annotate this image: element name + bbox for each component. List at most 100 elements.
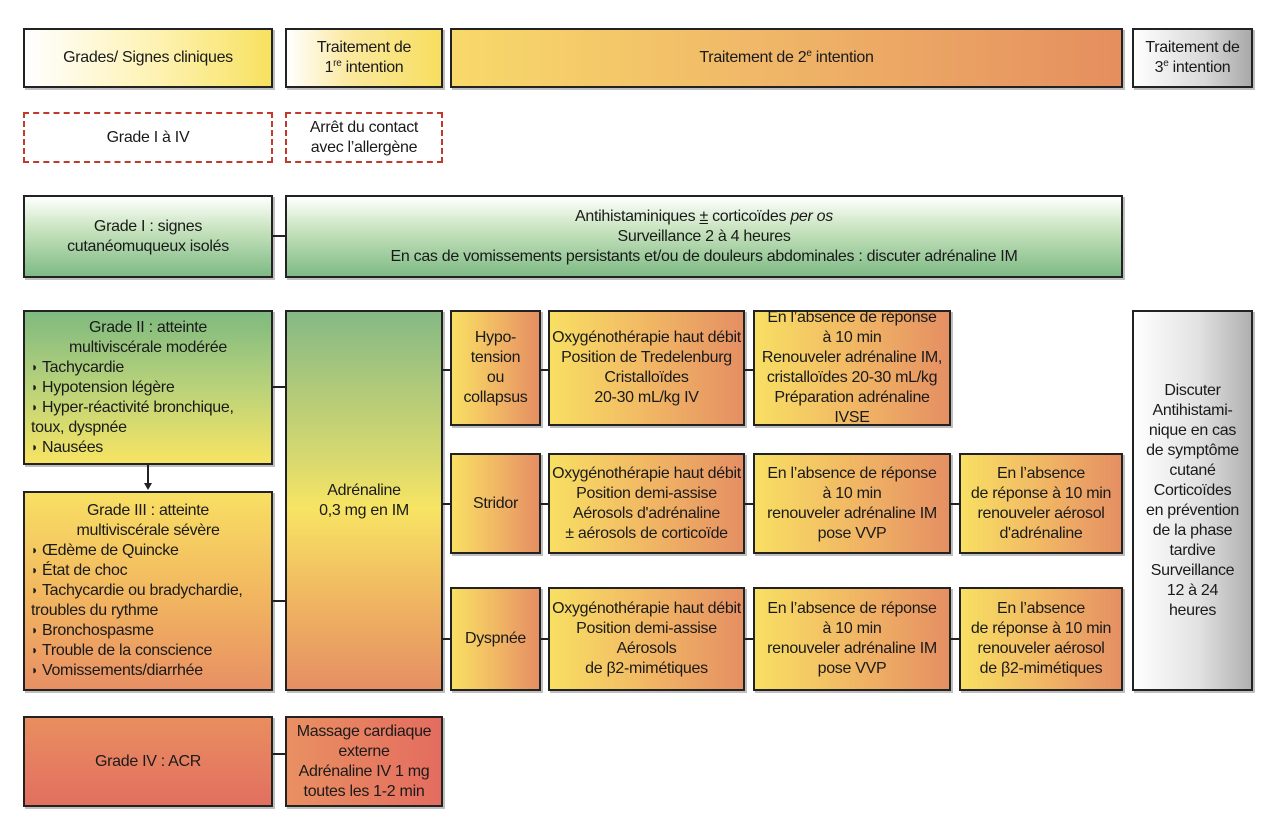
ordinal-rest: intention (811, 49, 874, 66)
third-line-text: Discuter (1164, 381, 1221, 399)
step-line: Aérosols d'adrénaline (572, 504, 721, 522)
italic-text: per os (790, 207, 833, 225)
header-first-line: Traitement de 1re intention (285, 28, 443, 88)
header-second-line: Traitement de 2e intention (450, 28, 1123, 88)
connector (443, 503, 450, 505)
connector (443, 369, 450, 371)
third-line-text: de la phase (1152, 521, 1233, 539)
step-line: Oxygénothérapie haut débit (552, 600, 741, 617)
step-line: renouveler aérosol (977, 640, 1105, 657)
dyspnea-step3-box: En l’absence de réponse à 10 min renouve… (959, 587, 1123, 691)
symptom-line: Dyspnée (464, 630, 527, 647)
dyspnea-step2-box: En l’absence de réponse à 10 min renouve… (753, 587, 951, 691)
step-line: renouveler aérosol (977, 504, 1105, 522)
connector (541, 369, 548, 371)
step-line: En l’absence de réponse (767, 464, 937, 482)
third-line-text: Surveillance (1150, 561, 1235, 579)
step-line: pose VVP (817, 660, 887, 677)
step-line: de réponse à 10 min (970, 484, 1112, 502)
step-line: Position de Tredelenburg (561, 349, 732, 366)
grade3-sign: État de choc (31, 561, 265, 581)
step-line: de réponse à 10 min (970, 620, 1112, 637)
grade4-treatment-line: Adrénaline IV 1 mg (298, 762, 430, 780)
grade4-treatment-box: Massage cardiaque externe Adrénaline IV … (285, 716, 443, 807)
step-line: à 10 min (822, 620, 882, 637)
header-grades-label: Grades/ Signes cliniques (63, 49, 233, 66)
all-grades-label: Grade I à IV (106, 128, 190, 146)
grade4-treatment-line: externe (338, 742, 390, 760)
grade2-sign-continuation: toux, dyspnée (31, 418, 127, 436)
adrenaline-box: Adrénaline 0,3 mg en IM (285, 310, 443, 691)
grade2-sign: Nausées (31, 438, 265, 458)
ordinal-suffix: e (1163, 58, 1169, 69)
stridor-step1-box: Oxygénothérapie haut débit Position demi… (548, 453, 745, 554)
grade1-treatment-2: Surveillance 2 à 4 heures (617, 227, 791, 245)
third-line-text: en prévention (1145, 501, 1240, 519)
plus-minus: ± (699, 207, 708, 225)
header-third-line: Traitement de 3e intention (1132, 28, 1253, 88)
grade3-box: Grade III : atteinte multiviscérale sévè… (23, 491, 273, 691)
grade2-sign: Tachycardie (31, 358, 265, 378)
connector (273, 235, 285, 237)
stridor-step3-box: En l’absence de réponse à 10 min renouve… (959, 453, 1123, 554)
connector (541, 503, 548, 505)
grade4-title: Grade IV : ACR (94, 752, 202, 770)
step-line: 20-30 mL/kg IV (594, 389, 699, 406)
symptom-line: ou (486, 369, 505, 386)
third-line-text: tardive (1169, 541, 1216, 559)
ordinal-rest: intention (341, 59, 404, 76)
connector (745, 638, 753, 640)
stop-contact-box: Arrêt du contact avec l’allergène (285, 112, 443, 163)
ordinal-number: 3 (1154, 59, 1164, 76)
step-line: d'adrénaline (999, 524, 1083, 542)
connector (443, 638, 450, 640)
connector (273, 600, 285, 602)
grade1-treatment-box: Antihistaminiques ± corticoïdes per os S… (285, 195, 1123, 278)
step-line: Cristalloïdes (604, 369, 689, 386)
third-line-text: de symptôme (1146, 441, 1239, 459)
header-first-line-1: Traitement de (316, 39, 412, 56)
step-line: En l’absence de réponse (767, 600, 937, 617)
grade4-box: Grade IV : ACR (23, 716, 273, 807)
step-line: Position demi-assise (576, 620, 717, 637)
step-line: Position demi-assise (576, 484, 717, 502)
step-line: cristalloïdes 20-30 mL/kg (766, 369, 938, 386)
ordinal-prefix: Traitement de 2 (699, 49, 807, 66)
ordinal-rest: intention (1168, 59, 1231, 76)
stop-contact-line-1: Arrêt du contact (309, 118, 419, 136)
step-line: En l’absence (996, 600, 1086, 617)
third-line-text: Antihistami- (1152, 401, 1233, 419)
step-line: Aérosols (616, 640, 677, 657)
connector (745, 369, 753, 371)
ordinal-suffix: e (806, 48, 812, 59)
arrow-head-icon (144, 483, 152, 490)
step-line: Préparation adrénaline IVSE (774, 389, 930, 426)
symptom-dyspnea-box: Dyspnée (450, 587, 541, 691)
dyspnea-step1-box: Oxygénothérapie haut débit Position demi… (548, 587, 745, 691)
header-third-line-1: Traitement de (1145, 39, 1240, 56)
grade1-treatment-3: En cas de vomissements persistants et/ou… (390, 247, 1018, 265)
all-grades-box: Grade I à IV (23, 112, 273, 163)
grade3-sign: Vomissements/diarrhée (31, 661, 265, 681)
step-line: Renouveler adrénaline IM, (761, 349, 943, 366)
header-second-line-label: Traitement de 2e intention (699, 48, 873, 68)
grade2-sign: Hypotension légère (31, 378, 265, 398)
arrow-line (147, 465, 149, 485)
grade3-sign-continuation: troubles du rythme (31, 602, 159, 619)
symptom-line: tension (470, 349, 521, 366)
header-third-line-2: 3e intention (1155, 58, 1231, 78)
step-line: à 10 min (822, 484, 882, 502)
step-line: de β2-mimétiques (979, 660, 1103, 677)
third-line-text: Corticoïdes (1153, 481, 1232, 499)
text: Antihistaminiques (575, 207, 700, 225)
grade4-treatment-line: toutes les 1-2 min (303, 782, 425, 800)
step-line: pose VVP (817, 524, 887, 542)
connector (273, 386, 285, 388)
connector (951, 503, 959, 505)
symptom-hypotension-box: Hypo- tension ou collapsus (450, 310, 541, 426)
step-line: de β2-mimétiques (585, 660, 708, 677)
third-line-treatment-box: Discuter Antihistami- nique en cas de sy… (1132, 310, 1253, 691)
step-line: à 10 min (822, 329, 882, 346)
symptom-line: Stridor (472, 494, 519, 512)
step-line: En l’absence de réponse (767, 309, 937, 326)
